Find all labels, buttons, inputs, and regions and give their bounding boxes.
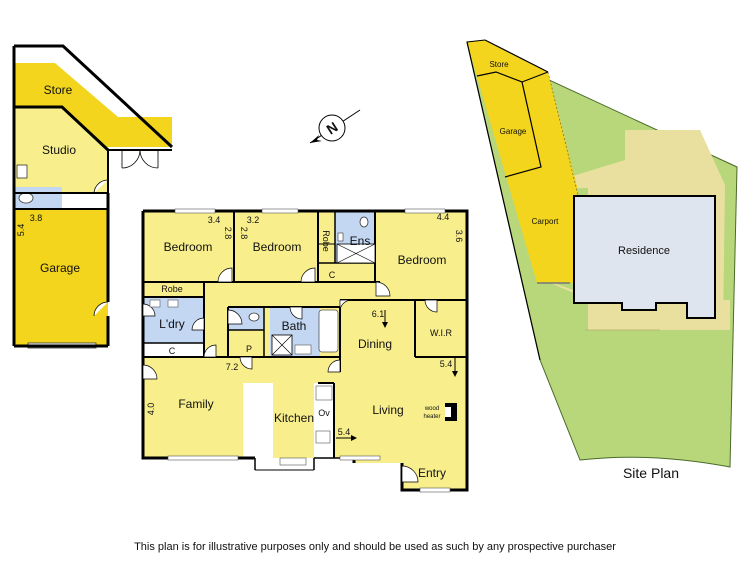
dim-bedroom-3-w: 4.4 [437,212,450,222]
label-kitchen: Kitchen [274,411,314,425]
site-label-garage: Garage [500,127,527,136]
outbuilding: Store Studio Garage 3.8 5.4 [12,44,174,349]
toilet-icon [248,312,260,322]
store-top-strip [14,46,118,103]
outbuilding-garage-room [14,209,108,345]
dim-bedroom-2-w: 3.2 [247,215,260,225]
label-bath: Bath [282,319,307,333]
toilet-icon [359,216,369,228]
north-arrow-icon: N [309,109,361,144]
label-wir: W.I.R [430,328,452,338]
toilet-icon [18,192,34,204]
label-pantry: P [246,344,252,354]
dim-living-w: 5.4 [338,427,351,437]
cooktop-icon [315,430,331,444]
label-robe-2: Robe [321,230,331,252]
site-label-carport: Carport [532,217,559,226]
dim-bedroom-2-h: 2.8 [239,227,249,240]
basin-icon [294,344,312,355]
dim-living-h: 5.4 [440,359,453,369]
label-bedroom-3: Bedroom [398,253,447,267]
basin-icon [16,164,28,179]
label-studio: Studio [42,143,76,157]
label-living: Living [372,403,403,417]
dim-garage-width: 3.8 [30,213,43,223]
sink-icon [279,457,307,466]
label-cupboard-1: C [329,270,336,280]
label-oven: Ov [318,408,330,418]
basin-icon [337,232,344,242]
dim-family-h: 4.0 [146,403,156,416]
label-bedroom-2: Bedroom [253,240,302,254]
label-cupboard-2: C [169,346,176,356]
dim-dining: 6.1 [372,309,385,319]
label-ensuite: Ens [350,234,371,248]
label-dining: Dining [358,337,392,351]
label-wood-heater-1: wood [424,406,439,412]
disclaimer-text: This plan is for illustrative purposes o… [134,541,616,553]
label-robe-1: Robe [161,284,183,294]
site-residence [573,195,716,319]
label-wood-heater-2: heater [423,414,440,420]
site-label-residence: Residence [618,245,670,257]
dim-bedroom-1-w: 3.4 [208,215,221,225]
site-plan-title: Site Plan [623,465,679,481]
site-plan: Store Garage Carport Residence Site Plan [466,39,738,481]
bathtub-icon [318,309,339,353]
label-entry: Entry [418,466,446,480]
label-laundry: L'dry [159,317,185,331]
label-family: Family [178,397,213,411]
main-house: Bedroom 3.4 2.8 Bedroom 3.2 2.8 Robe Ens… [141,208,469,493]
label-bedroom-1: Bedroom [164,240,213,254]
label-store: Store [44,83,73,97]
label-garage: Garage [40,261,80,275]
site-label-store: Store [489,60,509,69]
dim-bedroom-3-h: 3.6 [454,230,464,243]
dim-bedroom-1-h: 2.8 [223,227,233,240]
dim-family-w: 7.2 [226,362,239,372]
dim-garage-height: 5.4 [16,224,26,237]
